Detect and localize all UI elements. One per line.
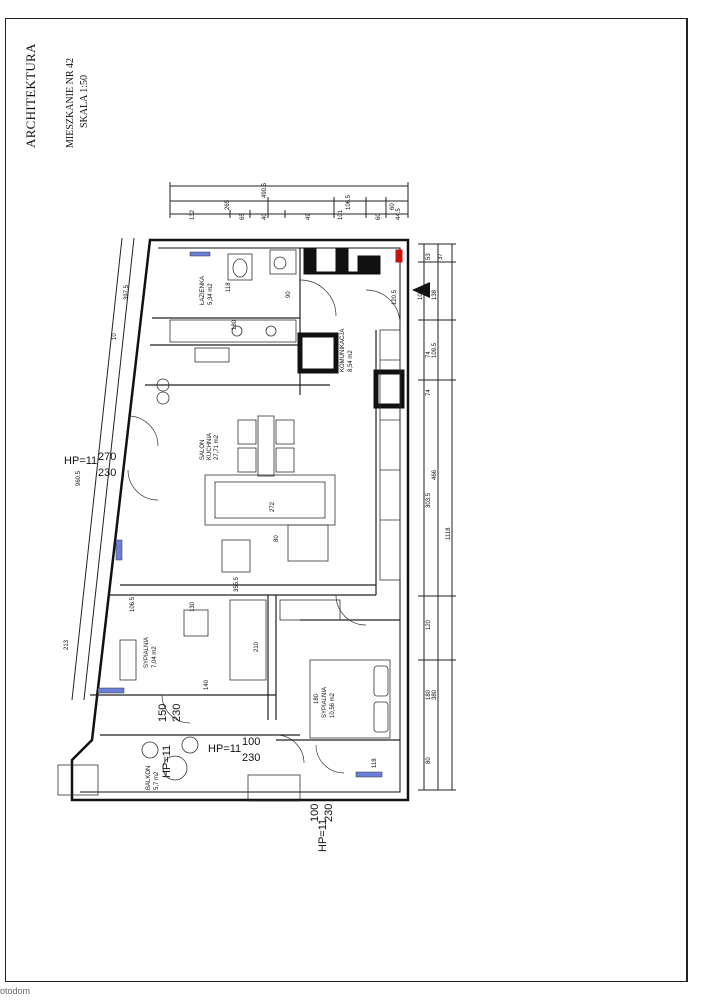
opening-height-1: 230 [98, 467, 117, 479]
dim-right-80: 80 [426, 757, 432, 764]
dim-right-120: 120 [426, 619, 432, 630]
dim-top-49: 49 [306, 213, 312, 220]
room-name-living: SALON [200, 439, 206, 460]
dim-right-1095: 109.5 [432, 342, 438, 358]
room-area-bathroom: 5,34 m2 [208, 283, 214, 305]
opening-hp-2: HP=11 [161, 744, 173, 778]
room-name-hall: KOMUNIKACJA [340, 328, 346, 372]
dining-table [257, 415, 275, 477]
opening-height-2: 230 [171, 703, 183, 722]
dim-inner-140: 140 [204, 679, 210, 690]
opening-hp-4: HP=11 [317, 818, 329, 852]
dim-inner-1065: 106.5 [130, 596, 136, 612]
dim-inner-180: 180 [232, 319, 238, 330]
bath-fixture-1 [269, 249, 297, 275]
opening-width-3: 100 [242, 736, 261, 748]
dim-inner-180b: 180 [314, 693, 320, 704]
coffee-table [221, 539, 251, 573]
dim-top-101: 101 [338, 209, 344, 220]
dim-inner-80: 80 [274, 535, 280, 542]
opening-width-2: 150 [157, 703, 169, 722]
armchair [287, 524, 329, 562]
dim-left-9605: 960.5 [76, 470, 82, 486]
radiator-bath [189, 251, 211, 257]
vanity [169, 319, 297, 343]
shaft-2 [297, 332, 339, 374]
dim-right-100: 100 [418, 289, 424, 300]
radiator-bedroom2 [355, 771, 383, 778]
room-area-bedroom1: 7,04 m2 [152, 646, 158, 668]
sofa [204, 474, 336, 526]
desk [183, 609, 209, 637]
dim-left-3975: 397.5 [124, 284, 130, 300]
north-arrow [412, 282, 430, 298]
dim-left-213: 213 [64, 639, 70, 650]
dim-inner-272: 272 [270, 501, 276, 512]
sink [194, 347, 230, 363]
radiator-living [115, 539, 123, 561]
room-name-bathroom: ŁAZIENKA [200, 275, 206, 305]
room-name-bedroom2: SYPIALNIA [322, 686, 328, 718]
balcony-column-1 [57, 764, 99, 796]
column [373, 369, 405, 409]
dim-top-40: 40 [262, 213, 268, 220]
radiator-bedroom1 [97, 687, 125, 694]
dim-right-total: 1118 [446, 527, 452, 540]
wardrobe [379, 329, 401, 581]
dim-right-53: 53 [426, 253, 432, 260]
opening-hp-1: HP=11 [64, 455, 98, 467]
dim-inner-90: 90 [286, 291, 292, 298]
dim-top-65: 65 [240, 213, 246, 220]
opening-hp-3: HP=11 [208, 743, 242, 755]
dim-inner-118: 118 [226, 282, 232, 292]
door-bedroom1 [161, 694, 191, 724]
dim-line-left-2 [71, 237, 123, 701]
dim-inner-210: 210 [254, 641, 260, 652]
dim-line-left-1 [83, 237, 135, 701]
dim-right-74b: 74 [426, 389, 432, 396]
outer-wall [70, 238, 410, 802]
room-name-balcony: BALKON [146, 765, 152, 790]
room-name-kitchen: KUCHNIA [207, 432, 213, 460]
watermark: otodom [0, 986, 31, 996]
toilet [232, 258, 248, 278]
opening-height-3: 230 [242, 752, 261, 764]
chair [237, 419, 257, 445]
balcony-table [162, 755, 188, 781]
dim-right-138: 138 [432, 289, 438, 300]
shaft-1 [303, 247, 381, 275]
door-bath [299, 279, 337, 317]
dim-right-74a: 74 [426, 351, 432, 358]
room-area-hall: 8,54 m2 [348, 350, 354, 372]
room-area-bedroom2: 10,56 m2 [330, 692, 336, 718]
bed [309, 659, 391, 739]
dim-inner-118b: 118 [372, 758, 378, 768]
dim-right-3035: 303.5 [426, 492, 432, 508]
red-marker [395, 249, 403, 263]
dim-right-466: 466 [432, 469, 438, 480]
dim-top-60b: 60 [376, 213, 382, 220]
room-area-balcony: 5,7 m2 [154, 771, 160, 790]
dim-top-1065: 106.5 [346, 194, 352, 210]
dim-inner-130: 130 [190, 601, 196, 612]
dim-right-380: 380 [432, 689, 438, 700]
wardrobe-2 [229, 599, 267, 681]
dim-top-total: 490.5 [262, 182, 268, 198]
door-living [335, 594, 367, 626]
dim-top-132: 132 [190, 209, 196, 220]
balcony-door [127, 415, 159, 447]
dim-left-10: 10 [112, 333, 118, 340]
room-name-bedroom1: SYPIALNIA [144, 636, 150, 668]
drawing-frame [5, 18, 688, 982]
opening-width-1: 270 [98, 451, 117, 463]
door-balcony-2 [275, 734, 305, 764]
room-area-living: 27,71 m2 [214, 434, 220, 460]
dim-top-445: 44.5 [396, 208, 402, 220]
door-entry [365, 289, 401, 325]
dim-inner-1205: 120.5 [392, 289, 398, 305]
dim-inner-3555: 355.5 [234, 576, 240, 592]
dim-right-37: 37 [438, 253, 444, 260]
dim-top-265: 265 [225, 199, 231, 210]
